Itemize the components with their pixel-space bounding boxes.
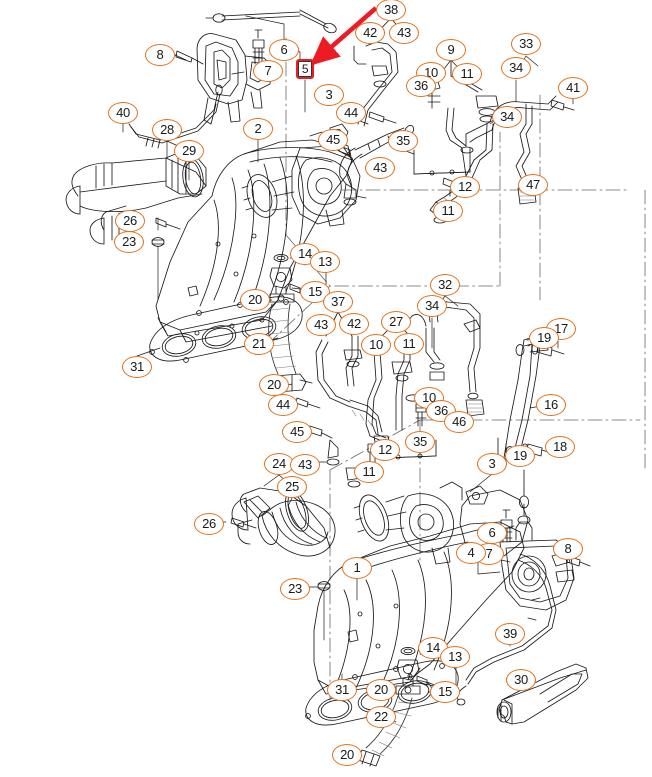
callout-36[interactable]: 36: [406, 75, 436, 97]
callout-34[interactable]: 34: [492, 106, 522, 128]
callout-18[interactable]: 18: [545, 436, 575, 458]
callout-1[interactable]: 1: [342, 557, 372, 579]
callout-19[interactable]: 19: [529, 327, 559, 349]
callout-29[interactable]: 29: [174, 140, 204, 162]
callout-26[interactable]: 26: [194, 513, 224, 535]
callout-45[interactable]: 45: [282, 421, 312, 443]
callout-40[interactable]: 40: [108, 102, 138, 124]
callout-43[interactable]: 43: [306, 314, 336, 336]
callout-11[interactable]: 11: [354, 461, 384, 483]
callout-13[interactable]: 13: [310, 251, 340, 273]
callout-35[interactable]: 35: [405, 431, 435, 453]
callout-25[interactable]: 25: [277, 476, 307, 498]
callout-31[interactable]: 31: [122, 356, 152, 378]
callout-46[interactable]: 46: [444, 411, 474, 433]
callout-26[interactable]: 26: [115, 210, 145, 232]
section-line: [255, 37, 646, 701]
callout-38[interactable]: 38: [376, 0, 406, 21]
intake-elbow-lower: [220, 474, 336, 641]
callout-6[interactable]: 6: [269, 39, 299, 61]
callout-45[interactable]: 45: [318, 129, 348, 151]
callout-12[interactable]: 12: [370, 439, 400, 461]
callout-highlight-5[interactable]: 5: [296, 59, 314, 79]
callout-20[interactable]: 20: [332, 744, 362, 766]
callout-9[interactable]: 9: [436, 39, 466, 61]
callout-23[interactable]: 23: [114, 231, 144, 253]
callout-23[interactable]: 23: [280, 578, 310, 600]
callout-20[interactable]: 20: [240, 289, 270, 311]
callout-20[interactable]: 20: [366, 679, 396, 701]
callout-2[interactable]: 2: [243, 118, 273, 140]
callout-31[interactable]: 31: [327, 679, 357, 701]
callout-43[interactable]: 43: [365, 157, 395, 179]
callout-41[interactable]: 41: [558, 77, 588, 99]
callout-11[interactable]: 11: [394, 333, 424, 355]
callout-32[interactable]: 32: [430, 274, 460, 296]
callout-35[interactable]: 35: [388, 130, 418, 152]
callout-7[interactable]: 7: [253, 60, 283, 82]
callout-8[interactable]: 8: [553, 538, 583, 560]
callout-3[interactable]: 3: [477, 453, 507, 475]
callout-39[interactable]: 39: [495, 623, 525, 645]
callout-6[interactable]: 6: [477, 522, 507, 544]
callout-47[interactable]: 47: [518, 174, 548, 196]
callout-43[interactable]: 43: [389, 22, 419, 44]
callout-28[interactable]: 28: [152, 119, 182, 141]
callout-27[interactable]: 27: [381, 311, 411, 333]
callout-30[interactable]: 30: [506, 669, 536, 691]
callout-12[interactable]: 12: [450, 176, 480, 198]
manifold-gasket-upper: [136, 296, 303, 363]
callout-highlight-5-label: 5: [298, 61, 312, 77]
callout-33[interactable]: 33: [511, 33, 541, 55]
callout-44[interactable]: 44: [268, 394, 298, 416]
callout-37[interactable]: 37: [323, 291, 353, 313]
callout-8[interactable]: 8: [145, 44, 175, 66]
callout-42[interactable]: 42: [355, 22, 385, 44]
callout-10[interactable]: 10: [361, 334, 391, 356]
exhaust-manifold-lower: [313, 473, 529, 695]
callout-44[interactable]: 44: [336, 102, 366, 124]
callout-34[interactable]: 34: [501, 57, 531, 79]
callout-3[interactable]: 3: [314, 84, 344, 106]
callout-15[interactable]: 15: [430, 681, 460, 703]
callout-42[interactable]: 42: [339, 313, 369, 335]
callout-19[interactable]: 19: [505, 445, 535, 467]
callout-20[interactable]: 20: [259, 374, 289, 396]
callout-34[interactable]: 34: [417, 295, 447, 317]
callout-11[interactable]: 11: [433, 200, 463, 222]
callout-11[interactable]: 11: [452, 63, 482, 85]
red-pointer-arrow: [309, 6, 378, 66]
callout-13[interactable]: 13: [440, 646, 470, 668]
callout-15[interactable]: 15: [300, 281, 330, 303]
wastegate-actuator-assembly: [169, 9, 337, 125]
charge-air-pipe-assembly: [65, 84, 223, 301]
callout-4[interactable]: 4: [456, 542, 486, 564]
callout-22[interactable]: 22: [366, 706, 396, 728]
callout-16[interactable]: 16: [536, 394, 566, 416]
callout-21[interactable]: 21: [244, 333, 274, 355]
callout-43[interactable]: 43: [290, 454, 320, 476]
